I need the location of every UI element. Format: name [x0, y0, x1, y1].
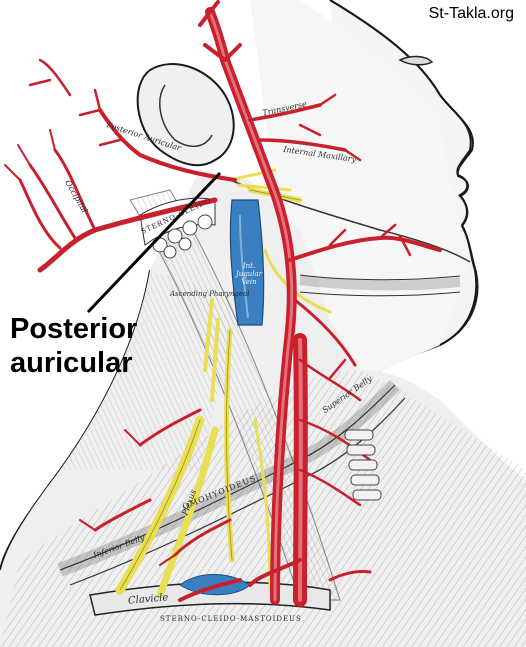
label-internal-jugular-vein: Int. Jugular Vein: [236, 262, 263, 286]
label-sterno-cleido-mastoideus: STERNO-CLEIDO-MASTOIDEUS: [160, 615, 302, 623]
internal-jugular-vein: [229, 199, 265, 326]
site-watermark: St-Takla.org: [428, 5, 514, 22]
sternomastoid-muscle: [129, 189, 341, 601]
arteries: [4, 0, 442, 607]
eye-icon: [398, 55, 434, 66]
trachea: [344, 429, 382, 501]
callout-line-2: auricular: [10, 347, 133, 379]
nerves: [115, 168, 332, 599]
ear-icon: [136, 63, 235, 167]
callout-label: Posterior auricular: [10, 312, 137, 380]
callout-line-1: Posterior: [10, 313, 138, 345]
label-ascending-pharyngeal: Ascending Pharyngeal: [170, 290, 250, 298]
teeth-pattern: [152, 214, 213, 259]
callout-pointer: [86, 171, 222, 314]
